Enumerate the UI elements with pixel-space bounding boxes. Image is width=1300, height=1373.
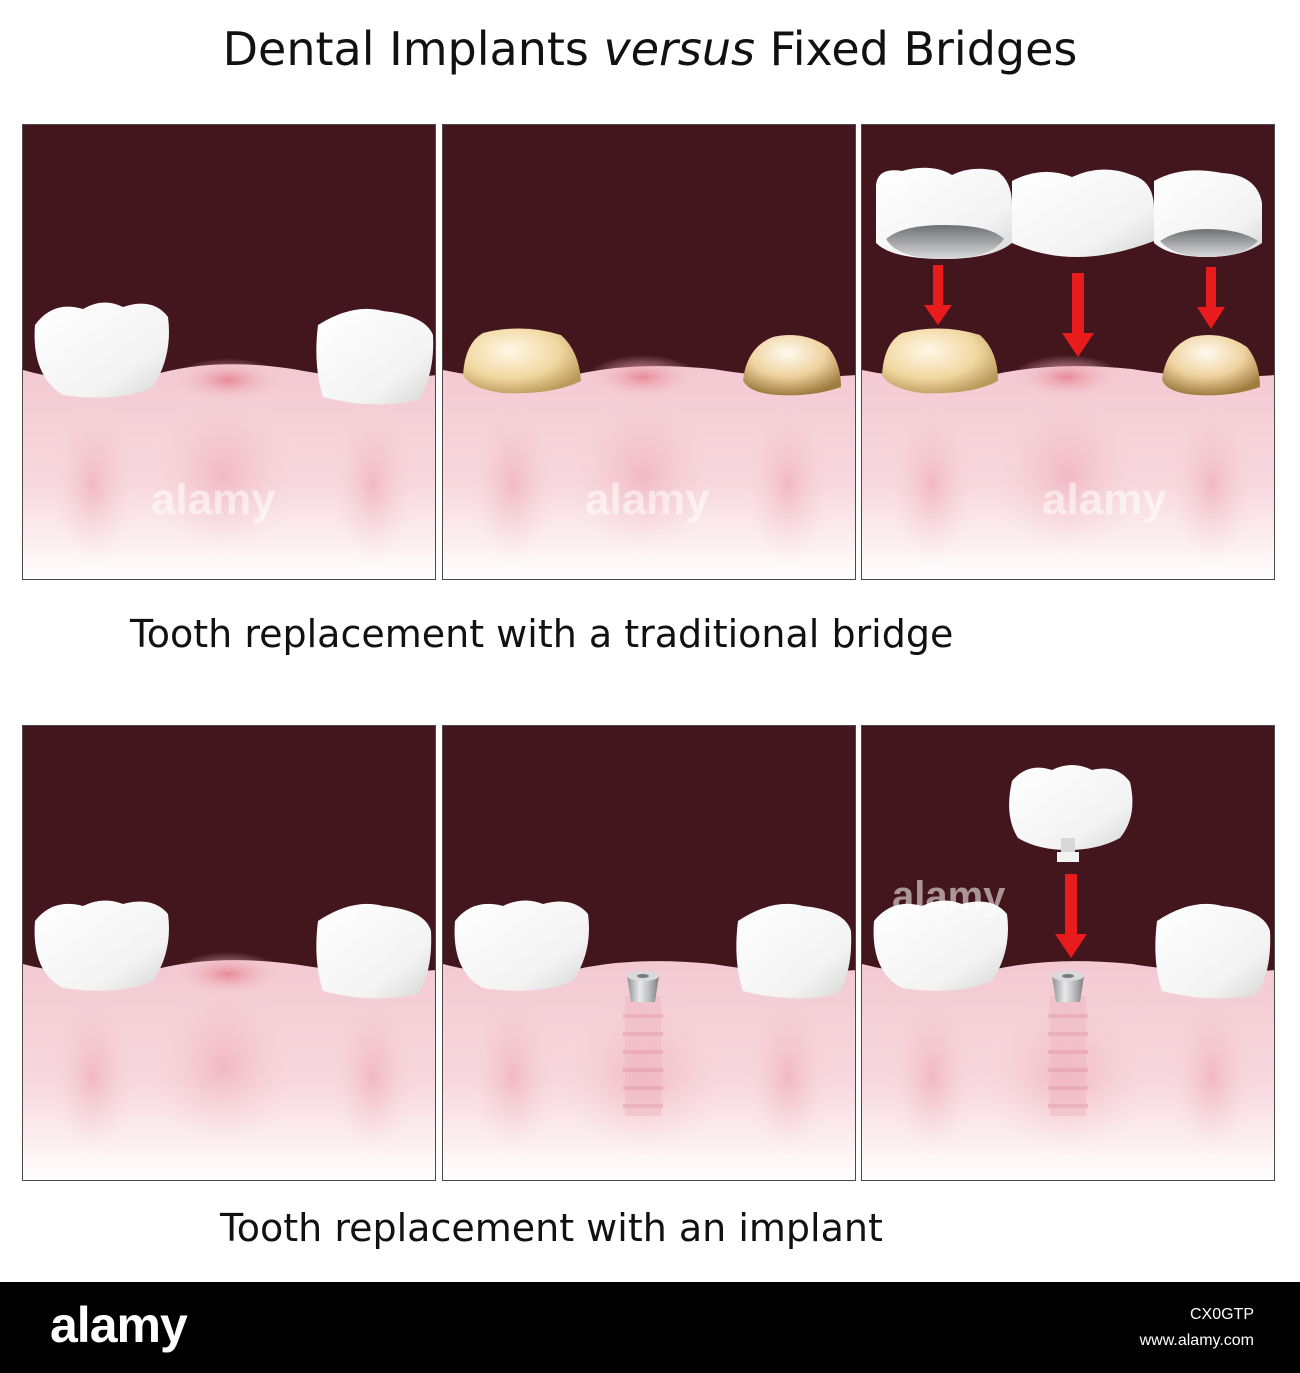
- red-arrow: [1055, 874, 1087, 958]
- implant-crown: [1009, 765, 1133, 862]
- bridge-step-2-panel: alamy: [442, 124, 856, 580]
- molar-right: [316, 308, 434, 405]
- implant-step-2-panel: [442, 725, 856, 1181]
- caption-bridge: Tooth replacement with a traditional bri…: [130, 612, 954, 656]
- caption-implant: Tooth replacement with an implant: [220, 1206, 883, 1250]
- image-id: CX0GTP: [1189, 1306, 1254, 1323]
- title-part-1: Dental Implants: [222, 22, 604, 76]
- title-part-3: Fixed Bridges: [755, 22, 1078, 76]
- implant-screw: [623, 996, 663, 1116]
- alamy-logo: alamy: [50, 1297, 188, 1353]
- prepared-tooth-left: [463, 328, 581, 394]
- page-title: Dental Implants versus Fixed Bridges: [0, 22, 1300, 76]
- implant-step-3-panel: alamy: [861, 725, 1275, 1181]
- implant-step-1-panel: [22, 725, 436, 1181]
- molar-left: [34, 302, 169, 398]
- bridge-step-1-panel: alamy: [22, 124, 436, 580]
- bridge-unit: [876, 167, 1262, 259]
- bridge-step-3-panel: alamy: [861, 124, 1275, 580]
- footer-bar: alamy CX0GTP www.alamy.com: [0, 1282, 1300, 1373]
- red-arrows: [924, 265, 1225, 357]
- footer-url: www.alamy.com: [1139, 1332, 1254, 1349]
- abutment: [627, 971, 659, 1002]
- title-part-2: versus: [603, 22, 755, 76]
- prepared-tooth-right: [743, 334, 841, 396]
